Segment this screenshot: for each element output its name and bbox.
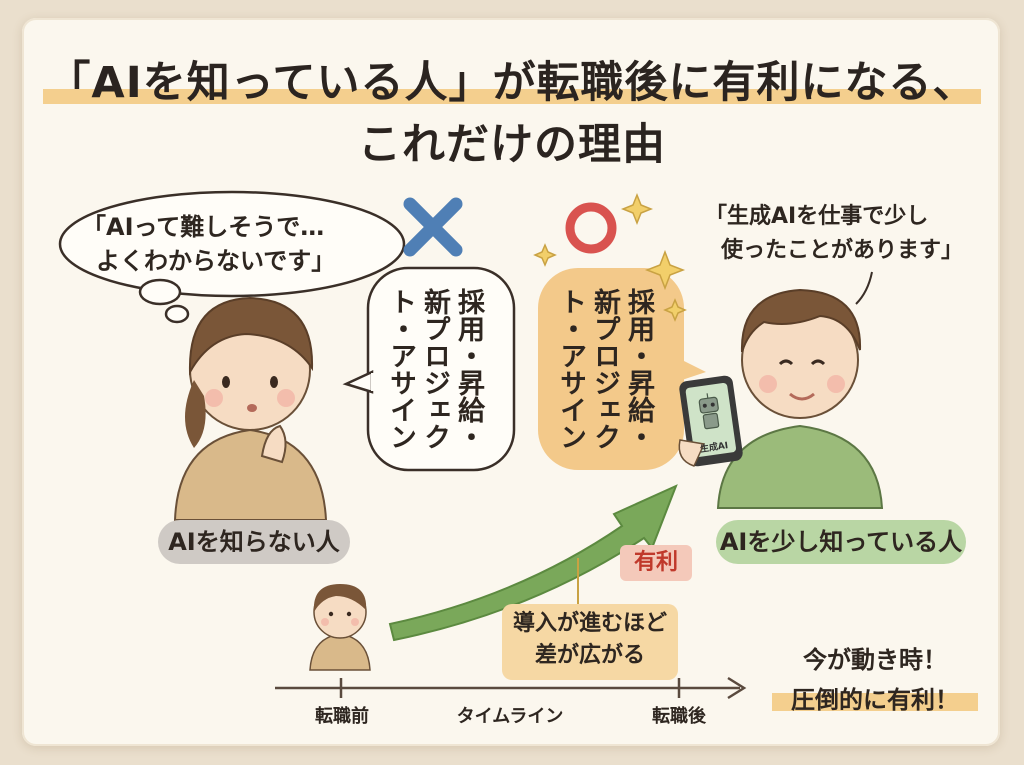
timeline-axis — [275, 676, 747, 700]
thought-cloud — [58, 190, 406, 324]
small-person-illustration — [309, 584, 371, 671]
gap-note-line-1: 導入が進むほど — [512, 611, 667, 636]
right-speech-line-1: 「生成AIを仕事で少し — [705, 204, 929, 229]
advantage-badge: 有利 — [620, 545, 692, 581]
phone-illustration — [678, 375, 743, 467]
gap-note-box: 導入が進むほど 差が広がる — [502, 604, 678, 680]
woman-illustration — [173, 296, 328, 521]
speech-pointer — [855, 271, 873, 305]
thought-line-2: よくわからないです」 — [96, 247, 336, 275]
conclusion-line-2: 圧倒的に有利！ — [791, 686, 959, 714]
timeline-before-label: 転職前 — [315, 706, 369, 727]
robot-icon — [698, 393, 720, 430]
right-balloon-text: 採用・昇給・新プロジェクト・アサイン — [555, 288, 654, 450]
title-line-1: 「AIを知っている人」が転職後に有利になる、 — [0, 48, 1024, 110]
timeline-center-label: タイムライン — [456, 706, 564, 727]
man-illustration — [716, 288, 884, 509]
circle-mark-icon — [565, 202, 617, 254]
title-line-2: これだけの理由 — [0, 110, 1024, 172]
timeline-after-label: 転職後 — [652, 706, 706, 727]
conclusion-text: 今が動き時！ 圧倒的に有利！ — [770, 640, 980, 720]
conclusion-line-1: 今が動き時！ — [803, 646, 947, 674]
gap-note-line-2: 差が広がる — [534, 643, 645, 668]
left-speech-balloon — [342, 266, 516, 472]
title-line-2-text: これだけの理由 — [358, 120, 666, 170]
right-speech-text: 「生成AIを仕事で少し 使ったことがあります」 — [705, 200, 1005, 268]
cross-mark-icon — [403, 197, 463, 257]
right-person-label: AIを少し知っている人 — [716, 520, 966, 564]
left-speech-text: 採用・昇給・新プロジェクト・アサイン — [385, 288, 484, 450]
right-speech-line-2: 使ったことがあります」 — [721, 238, 964, 263]
title-highlight: 「AIを知っている人」が転職後に有利になる、 — [43, 58, 981, 108]
thought-text: 「AIって難しそうで… よくわからないです」 — [82, 210, 382, 278]
right-orange-balloon — [538, 268, 706, 470]
left-person-label: AIを知らない人 — [158, 520, 350, 564]
conclusion-highlight — [772, 693, 978, 711]
sparkle-icon — [533, 192, 687, 322]
thought-line-1: 「AIって難しそうで… — [82, 213, 325, 241]
